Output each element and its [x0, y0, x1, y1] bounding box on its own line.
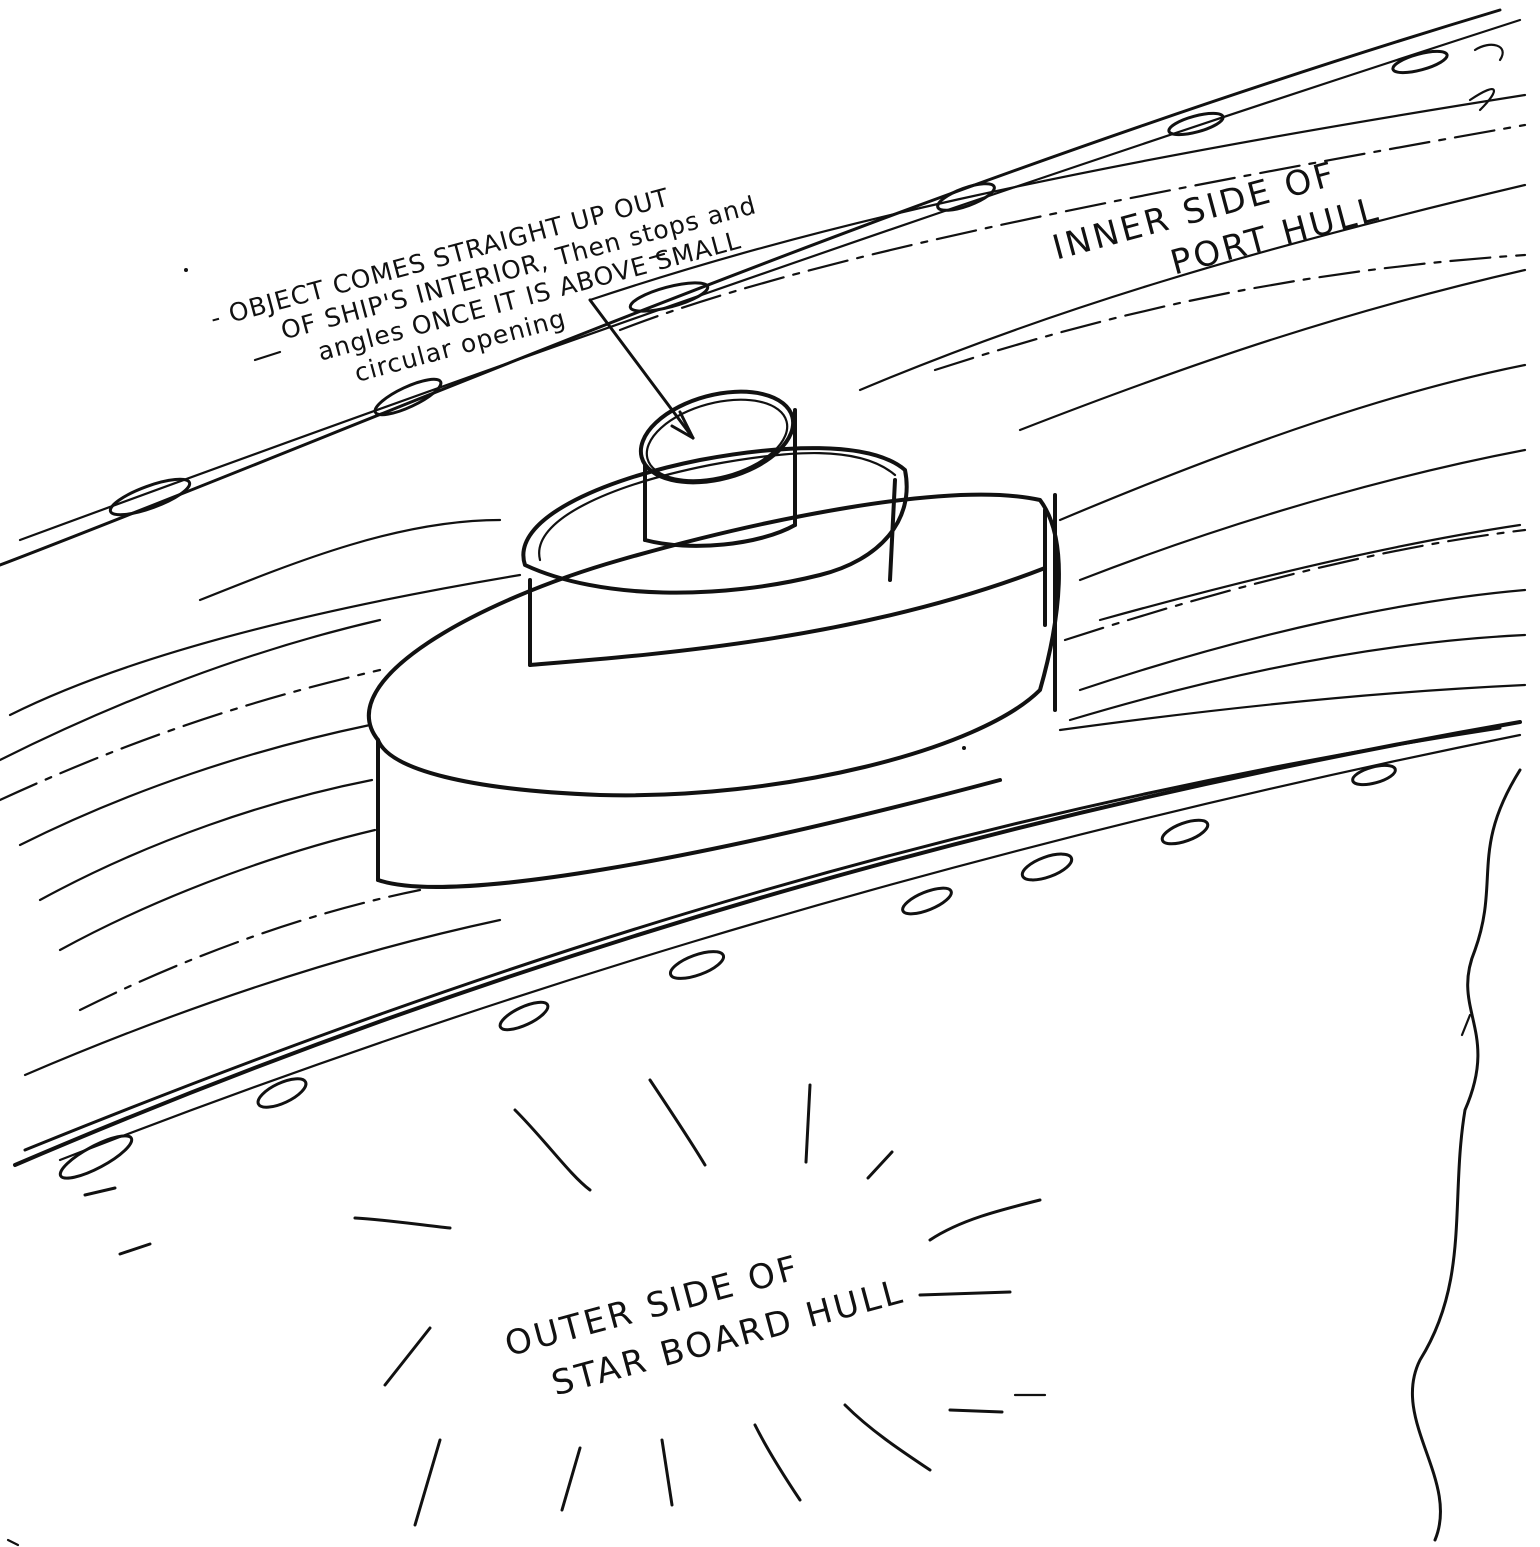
starburst-marks	[83, 1078, 1047, 1527]
port-hull-edge-line-2	[18, 18, 1522, 542]
object-top-cylinder	[638, 389, 797, 548]
annotation-arrow	[588, 298, 695, 440]
waterline	[1410, 768, 1522, 1542]
starboard-hull-edge-2	[23, 726, 1502, 1152]
starboard-hull-edge-3	[58, 733, 1522, 1162]
object-middle-tier	[521, 446, 1047, 667]
portholes-upper	[108, 49, 1449, 517]
object-base-tier	[367, 492, 1061, 889]
left-hull-streaks	[0, 518, 522, 1077]
starboard-hull-label: OUTER SIDE OF STAR BOARD HULL	[501, 1248, 909, 1404]
port-hull-streaks	[588, 93, 1527, 732]
portholes-starboard	[58, 763, 1397, 1180]
starboard-hull-edge-1	[13, 720, 1522, 1167]
